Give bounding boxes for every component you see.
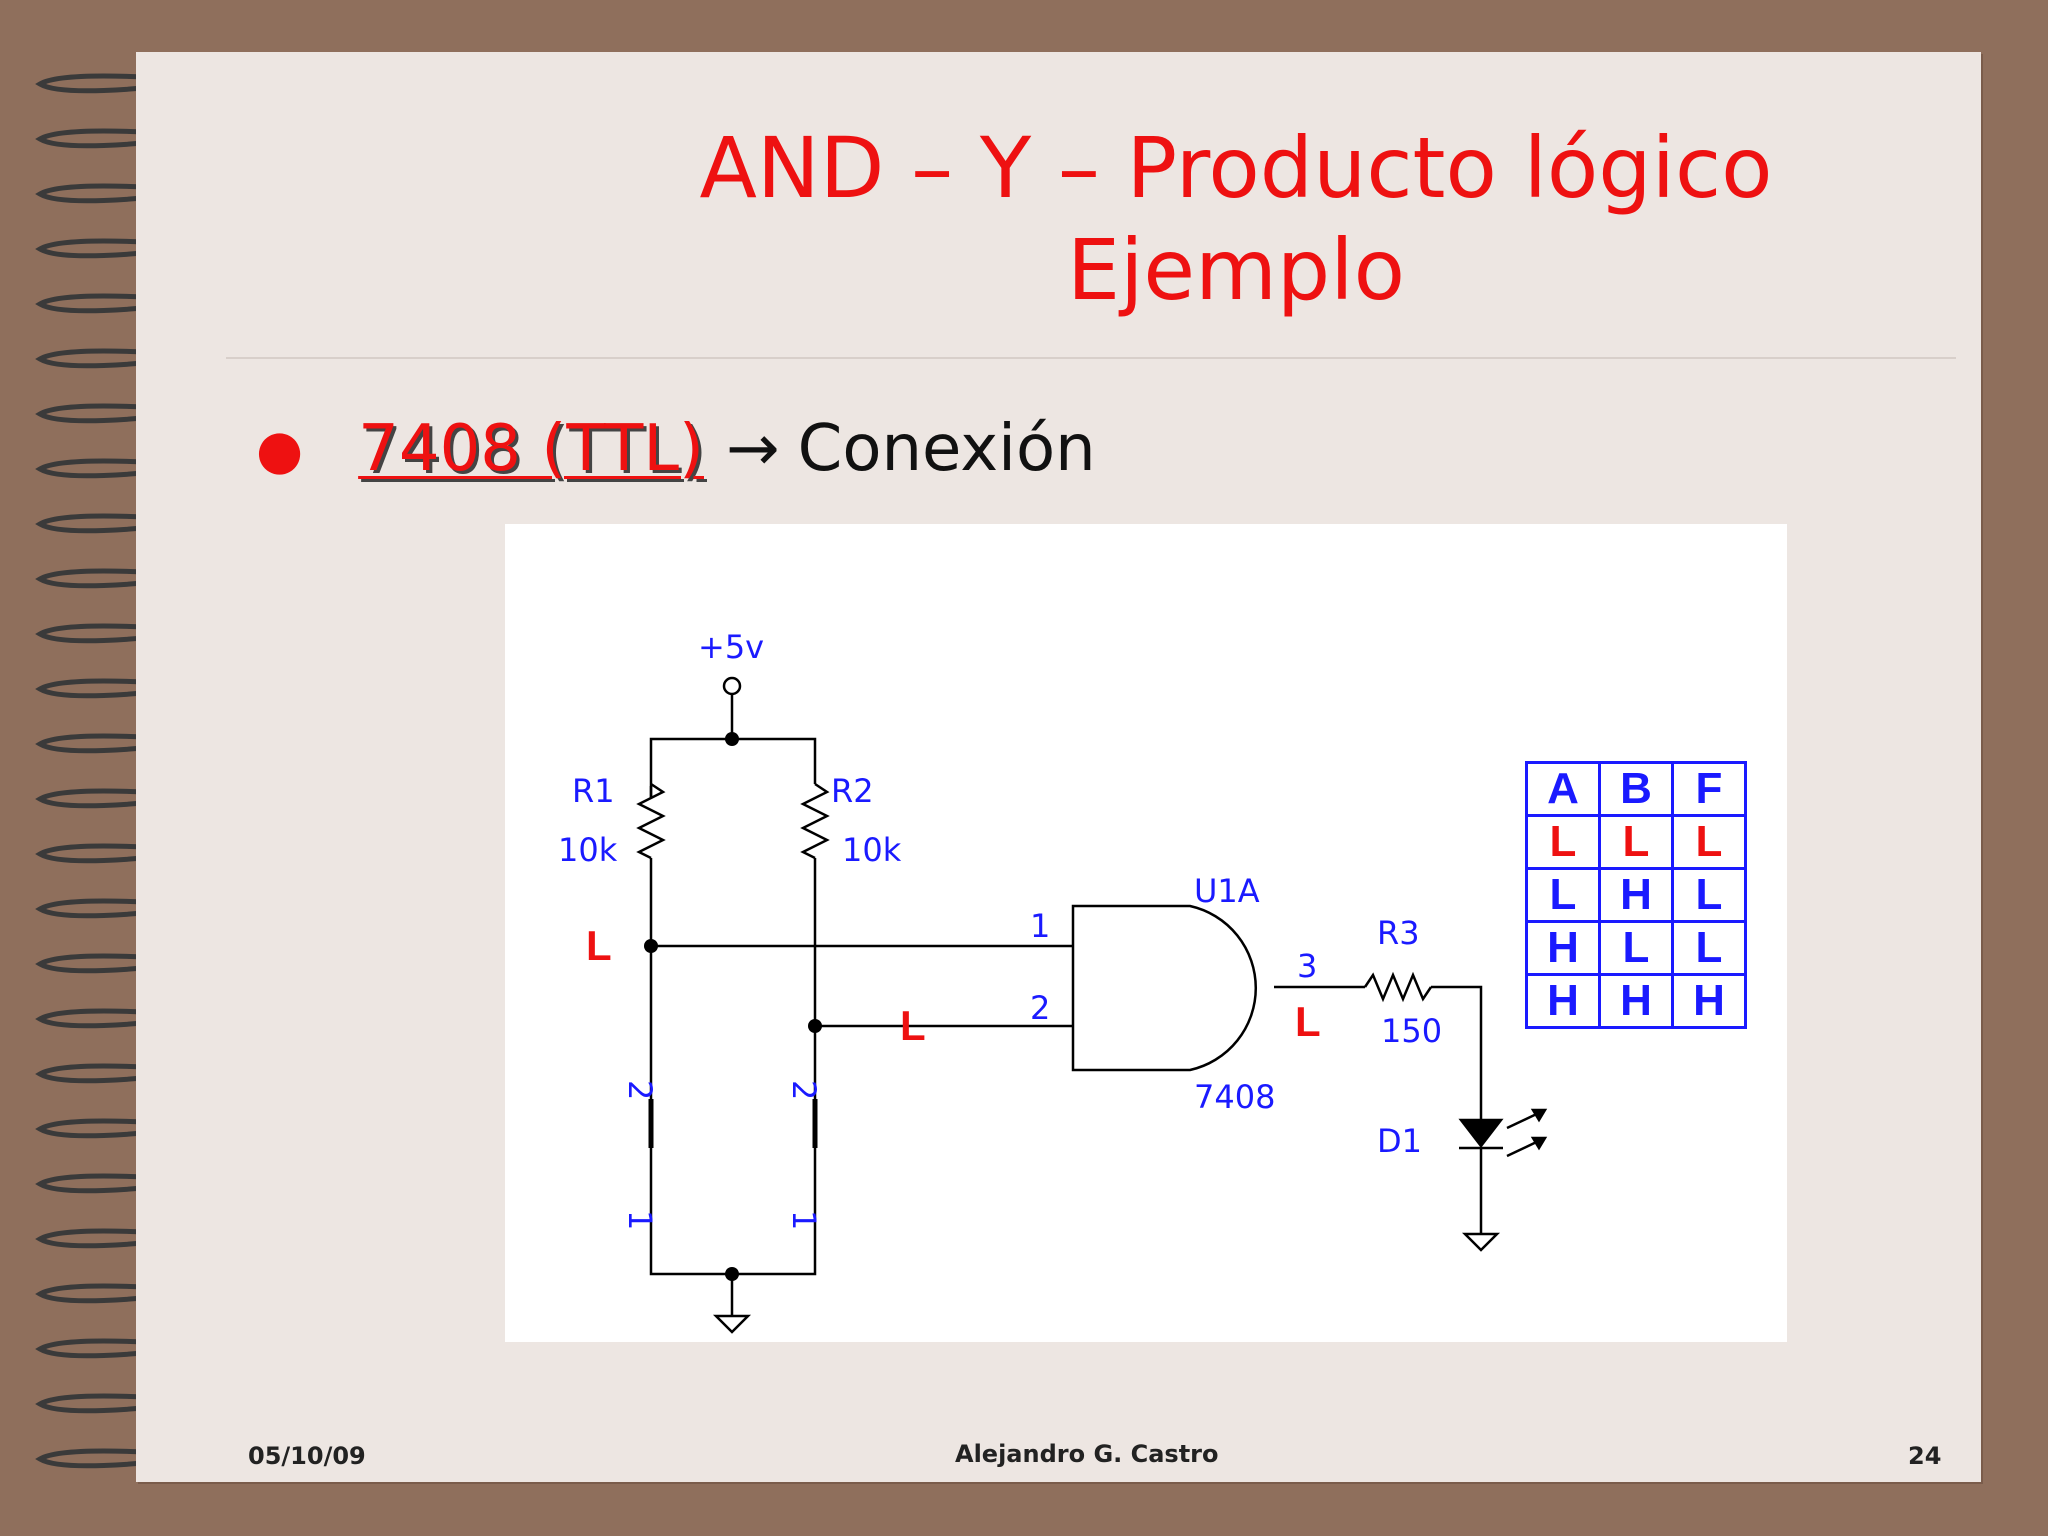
table-row: L H L (1525, 867, 1747, 923)
truth-table: A B F L L L L H L H L L H H H (1525, 761, 1747, 1029)
input-a-level: L (586, 922, 612, 969)
bullet-item: ● 7408 (TTL) → Conexión (256, 404, 1096, 494)
r1-value: 10k (558, 831, 618, 869)
slide-title-line-2: Ejemplo (1067, 221, 1405, 319)
cell: H (1525, 920, 1601, 976)
r3-value: 150 (1381, 1012, 1442, 1050)
bullet-dot-icon: ● (256, 417, 304, 481)
table-row: H H H (1525, 973, 1747, 1029)
output-level: L (1295, 998, 1321, 1045)
switch-a-pin-bottom: 1 (621, 1210, 659, 1230)
r2-resistor (800, 782, 830, 860)
table-row: L L L (1525, 814, 1747, 870)
r3-resistor (1363, 971, 1433, 1003)
circuit-schematic: +5v R1 10k R2 10k U1A 7408 1 2 3 R3 150 … (558, 628, 1548, 1334)
supply-terminal (722, 676, 742, 696)
r2-name: R2 (831, 772, 874, 810)
cell: H (1671, 973, 1747, 1029)
cell: H (1525, 973, 1601, 1029)
pin-2-label: 2 (1030, 989, 1050, 1027)
truth-table-header: A B F (1525, 761, 1747, 817)
pin-3-label: 3 (1297, 947, 1317, 985)
input-b-level: L (900, 1002, 926, 1049)
footer-author: Alejandro G. Castro (955, 1440, 1219, 1468)
switch-a-pin-top: 2 (621, 1080, 659, 1100)
r1-resistor (636, 782, 666, 860)
header-b: B (1598, 761, 1674, 817)
chip-name: 7408 (TTL) (358, 412, 704, 486)
circuit-figure: +5v R1 10k R2 10k U1A 7408 1 2 3 R3 150 … (505, 524, 1787, 1342)
title-divider (226, 357, 1956, 359)
cell: L (1671, 920, 1747, 976)
supply-label: +5v (698, 628, 764, 666)
r3-name: R3 (1377, 914, 1420, 952)
cell: H (1598, 973, 1674, 1029)
cell: L (1598, 814, 1674, 870)
led-name: D1 (1377, 1122, 1422, 1160)
and-gate (1071, 904, 1258, 1072)
slide: AND – Y – Producto lógico Ejemplo ● 7408… (136, 52, 1981, 1482)
cell: L (1671, 814, 1747, 870)
gate-part: 7408 (1194, 1078, 1275, 1116)
cell: L (1525, 814, 1601, 870)
cell: L (1671, 867, 1747, 923)
r1-name: R1 (572, 772, 615, 810)
pin-1-label: 1 (1030, 907, 1050, 945)
footer-page-number: 24 (1908, 1442, 1942, 1470)
arrow-icon: → (726, 412, 780, 486)
header-a: A (1525, 761, 1601, 817)
r2-value: 10k (842, 831, 902, 869)
cell: L (1525, 867, 1601, 923)
table-row: H L L (1525, 920, 1747, 976)
gate-name: U1A (1194, 872, 1260, 910)
switch-b-pin-bottom: 1 (785, 1210, 823, 1230)
led-d1 (1458, 1118, 1504, 1149)
slide-title: AND – Y – Producto lógico Ejemplo (536, 117, 1936, 321)
bullet-text: Conexión (797, 412, 1096, 486)
cell: H (1598, 867, 1674, 923)
cell: L (1598, 920, 1674, 976)
switch-b-pin-top: 2 (785, 1080, 823, 1100)
footer-date: 05/10/09 (248, 1442, 366, 1470)
slide-title-line-1: AND – Y – Producto lógico (699, 119, 1773, 217)
header-f: F (1671, 761, 1747, 817)
